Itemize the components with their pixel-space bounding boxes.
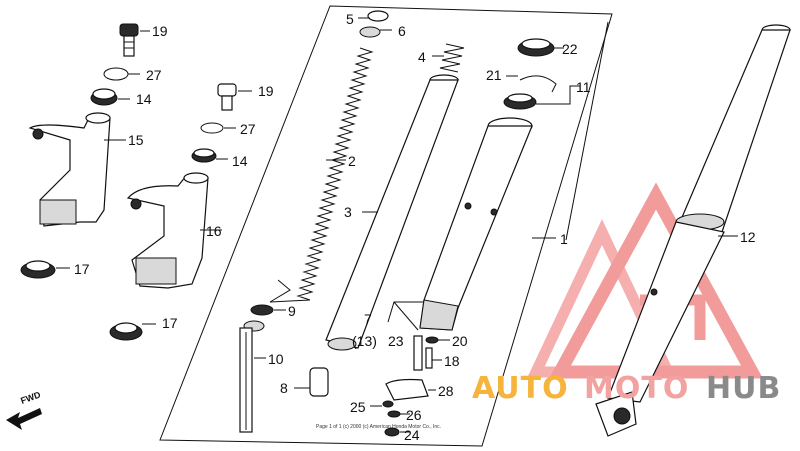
label-26: 26 — [406, 407, 422, 423]
fork-spring-2 — [269, 47, 374, 303]
fork-slider-7 — [419, 117, 533, 331]
oil-lock-piece-8 — [309, 367, 329, 397]
fork-leg-assembly-1 — [595, 24, 791, 437]
washer-6 — [359, 26, 381, 38]
label-14a: 14 — [136, 91, 152, 107]
fork-top-16 — [126, 172, 209, 289]
washer-20 — [425, 336, 439, 344]
label-27b: 27 — [240, 121, 256, 137]
seal-14-upper — [90, 88, 118, 106]
part-labels: 19 27 14 15 17 19 27 14 16 17 5 6 4 2 3 … — [74, 11, 756, 443]
label-2: 2 — [348, 153, 356, 169]
fwd-arrow-icon: FWD — [6, 389, 42, 430]
watermark-text: AUTO MOTO HUB — [472, 371, 781, 406]
nut-24 — [384, 427, 400, 437]
label-19a: 19 — [152, 23, 168, 39]
stud-18 — [425, 347, 433, 369]
label-24: 24 — [404, 427, 420, 443]
label-22: 22 — [562, 41, 578, 57]
spring-4 — [439, 43, 465, 73]
label-4: 4 — [418, 49, 426, 65]
label-1: 1 — [560, 231, 568, 247]
label-9: 9 — [288, 303, 296, 319]
label-8: 8 — [280, 380, 288, 396]
label-7: 7 — [364, 311, 372, 327]
label-5: 5 — [346, 11, 354, 27]
bolt-23 — [413, 335, 423, 371]
label-14b: 14 — [232, 153, 248, 169]
bolt-19-lower — [217, 83, 237, 111]
label-23: 23 — [388, 333, 404, 349]
washer-26 — [387, 410, 401, 418]
label-28: 28 — [438, 383, 454, 399]
watermark-hub: HUB — [706, 371, 781, 406]
label-17b: 17 — [162, 315, 178, 331]
oil-seal-11 — [503, 93, 537, 110]
damper-rod-10 — [239, 320, 265, 433]
washer-25 — [382, 400, 394, 408]
rubber-17-upper — [20, 260, 56, 279]
label-11: 11 — [576, 79, 591, 95]
label-3: 3 — [344, 204, 352, 220]
label-18: 18 — [444, 353, 460, 369]
footnote: Page 1 of 1 (c) 2000 (c) American Honda … — [316, 424, 441, 430]
piston-ring-9 — [250, 304, 274, 316]
o-ring-27-upper — [103, 67, 129, 81]
label-12: 12 — [740, 229, 756, 245]
seal-14-lower — [191, 148, 217, 163]
fork-pipe-3 — [325, 74, 459, 351]
dust-seal-22 — [517, 38, 555, 57]
bolt-19-upper — [119, 23, 139, 57]
label-13: (13) — [352, 333, 377, 349]
fwd-label: FWD — [19, 389, 42, 406]
label-21: 21 — [486, 67, 502, 83]
rubber-17-lower — [109, 322, 143, 341]
fork-top-15 — [28, 112, 111, 227]
label-16: 16 — [206, 223, 222, 239]
label-19b: 19 — [258, 83, 274, 99]
stopper-ring-21 — [519, 75, 557, 93]
o-ring-27-lower — [200, 122, 224, 134]
circlip-5 — [367, 10, 389, 22]
label-25: 25 — [350, 399, 366, 415]
label-10: 10 — [268, 351, 284, 367]
watermark-moto: MOTO — [584, 371, 689, 406]
label-17a: 17 — [74, 261, 90, 277]
label-6: 6 — [398, 23, 406, 39]
axle-holder-28 — [385, 378, 429, 401]
label-27a: 27 — [146, 67, 162, 83]
label-20: 20 — [452, 333, 468, 349]
watermark-auto: AUTO — [472, 371, 569, 406]
label-15: 15 — [128, 132, 144, 148]
assembly-frame — [159, 5, 613, 447]
